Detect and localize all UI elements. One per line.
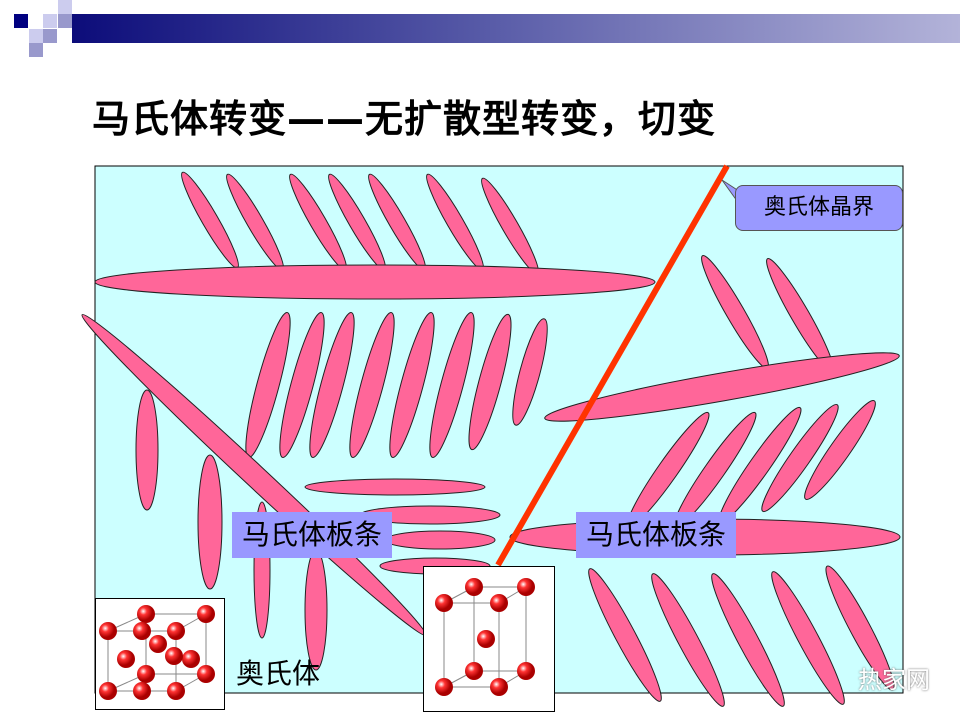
martensite-plate	[349, 311, 395, 459]
decor-square	[14, 14, 28, 28]
martensite-plate	[544, 352, 900, 422]
atom	[167, 622, 185, 640]
atom	[490, 678, 508, 696]
martensite-plate	[825, 565, 895, 691]
grain-boundary-line	[495, 164, 730, 567]
martensite-plate	[771, 571, 845, 705]
atom	[99, 682, 117, 700]
atom	[490, 594, 508, 612]
atom	[197, 605, 215, 623]
martensite-plate	[512, 318, 548, 426]
atom	[517, 662, 535, 680]
atom	[182, 650, 200, 668]
martensite-lath-label-left: 马氏体板条	[232, 512, 393, 558]
decor-square	[43, 29, 57, 43]
martensite-plate	[94, 264, 656, 300]
fcc-unit-cell	[95, 598, 225, 710]
martensite-plate	[279, 311, 325, 459]
martensite-plate	[651, 573, 725, 707]
atom	[167, 682, 185, 700]
atom	[477, 630, 495, 648]
martensite-plate	[468, 313, 512, 451]
atom	[465, 662, 483, 680]
martensite-plate	[761, 403, 839, 513]
decor-square	[58, 0, 72, 14]
grain-boundary-callout: 奥氏体晶界	[735, 185, 903, 231]
martensite-plate	[309, 311, 355, 459]
decor-square	[29, 43, 43, 57]
martensite-plate	[384, 530, 496, 550]
martensite-lath-label-right: 马氏体板条	[576, 512, 737, 558]
martensite-plate	[429, 311, 475, 459]
atom	[165, 647, 183, 665]
martensite-plate	[135, 389, 159, 511]
martensite-plate	[389, 311, 435, 459]
martensite-plate	[304, 478, 486, 496]
atom	[465, 578, 483, 596]
atom	[435, 678, 453, 696]
atom	[137, 665, 155, 683]
atom	[517, 578, 535, 596]
slide-title: 马氏体转变——无扩散型转变，切变	[92, 97, 717, 141]
atom	[197, 665, 215, 683]
atom	[435, 594, 453, 612]
martensite-plate	[197, 454, 223, 590]
bct-unit-cell	[423, 566, 555, 712]
austenite-label: 奥氏体	[236, 657, 321, 690]
atom	[137, 605, 155, 623]
atom	[99, 622, 117, 640]
atom	[133, 622, 151, 640]
decor-square	[43, 14, 57, 28]
atom	[133, 682, 151, 700]
atom	[149, 635, 167, 653]
header-gradient-bar	[72, 14, 960, 43]
decor-square	[29, 29, 43, 43]
atom	[117, 650, 135, 668]
martensite-plate	[588, 568, 662, 702]
decor-square	[58, 14, 72, 28]
martensite-plate	[804, 400, 876, 500]
watermark: 热家网	[858, 666, 930, 694]
martensite-plate	[711, 573, 785, 707]
